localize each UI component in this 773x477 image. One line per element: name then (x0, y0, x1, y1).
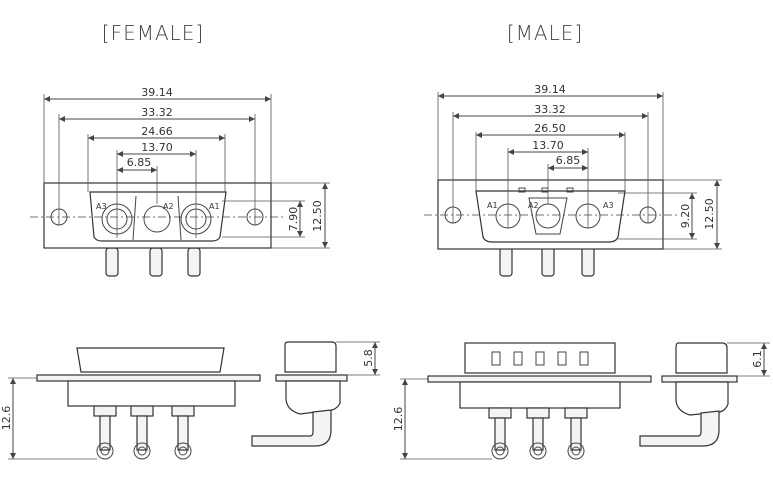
female-pin-label-a3: A3 (96, 202, 107, 211)
male-dim-9-20: 9.20 (679, 204, 692, 229)
female-side-dim-12-6: 12.6 (0, 406, 13, 431)
male-side-dim-12-6: 12.6 (392, 407, 405, 432)
female-contact-a2 (143, 205, 171, 233)
female-dim-6-85: 6.85 (127, 156, 152, 169)
male-pin-label-a2: A2 (528, 201, 539, 210)
female-profile-dim-5-8: 5.8 (362, 349, 375, 367)
male-profile-body (675, 381, 729, 416)
female-side-body (67, 380, 236, 407)
male-dim-26-50: 26.50 (534, 122, 566, 135)
male-profile-shell (675, 342, 728, 374)
female-side-front-view: 12.6 (0, 347, 261, 460)
male-profile-pin (639, 410, 720, 447)
male-side-front-view: 12.6 (392, 342, 652, 460)
female-side-pin (136, 415, 148, 451)
male-front-pin (581, 246, 595, 277)
male-dim-33-32: 33.32 (534, 103, 566, 116)
female-dim-24-66: 24.66 (141, 125, 173, 138)
female-dim-13-70: 13.70 (141, 141, 173, 154)
male-dim-6-85: 6.85 (556, 154, 581, 167)
female-profile-pin (251, 409, 332, 447)
male-pin-label-a3: A3 (603, 201, 614, 210)
male-front-pin (541, 246, 555, 277)
female-profile-flange (275, 374, 348, 382)
female-dim-33-32: 33.32 (141, 106, 173, 119)
male-dim-39-14: 39.14 (534, 83, 566, 96)
female-dim-7-90: 7.90 (287, 207, 300, 232)
female-front-pin (149, 247, 163, 277)
male-profile-flange (661, 375, 738, 383)
female-front-pin (105, 247, 119, 277)
male-front-view: A1 A2 A3 39.14 33.32 26.50 13.70 6.85 9.… (424, 83, 722, 277)
female-dim-39-14: 39.14 (141, 86, 173, 99)
male-title: [MALE] (507, 21, 583, 45)
male-profile-dim-6-1: 6.1 (751, 350, 764, 368)
male-side-body (459, 381, 621, 409)
male-side-profile-view: 6.1 (639, 342, 770, 447)
male-side-flange (427, 375, 652, 383)
male-front-pin (499, 246, 513, 277)
female-dim-12-50: 12.50 (311, 200, 324, 232)
female-front-pin (187, 247, 201, 277)
female-profile-body (285, 380, 341, 415)
female-side-pin (99, 415, 111, 451)
male-pin-label-a1: A1 (487, 201, 498, 210)
female-profile-shell (284, 341, 337, 373)
female-side-flange (36, 374, 261, 382)
female-front-view: A3 A2 A1 39.14 33.32 24.66 13.70 6.85 7.… (30, 86, 330, 277)
male-side-shell (464, 342, 616, 374)
male-dim-12-50: 12.50 (703, 198, 716, 230)
male-side-pin (494, 417, 506, 451)
male-contact-a2-key (528, 197, 568, 235)
male-dim-13-70: 13.70 (532, 139, 564, 152)
male-side-pin (570, 417, 582, 451)
female-pin-label-a2: A2 (163, 202, 174, 211)
female-side-profile-view: 5.8 (251, 341, 380, 447)
female-pin-label-a1: A1 (209, 202, 220, 211)
male-side-pin (532, 417, 544, 451)
female-side-shell (76, 347, 225, 373)
female-title: [FEMALE] (102, 21, 204, 45)
female-side-pin (177, 415, 189, 451)
